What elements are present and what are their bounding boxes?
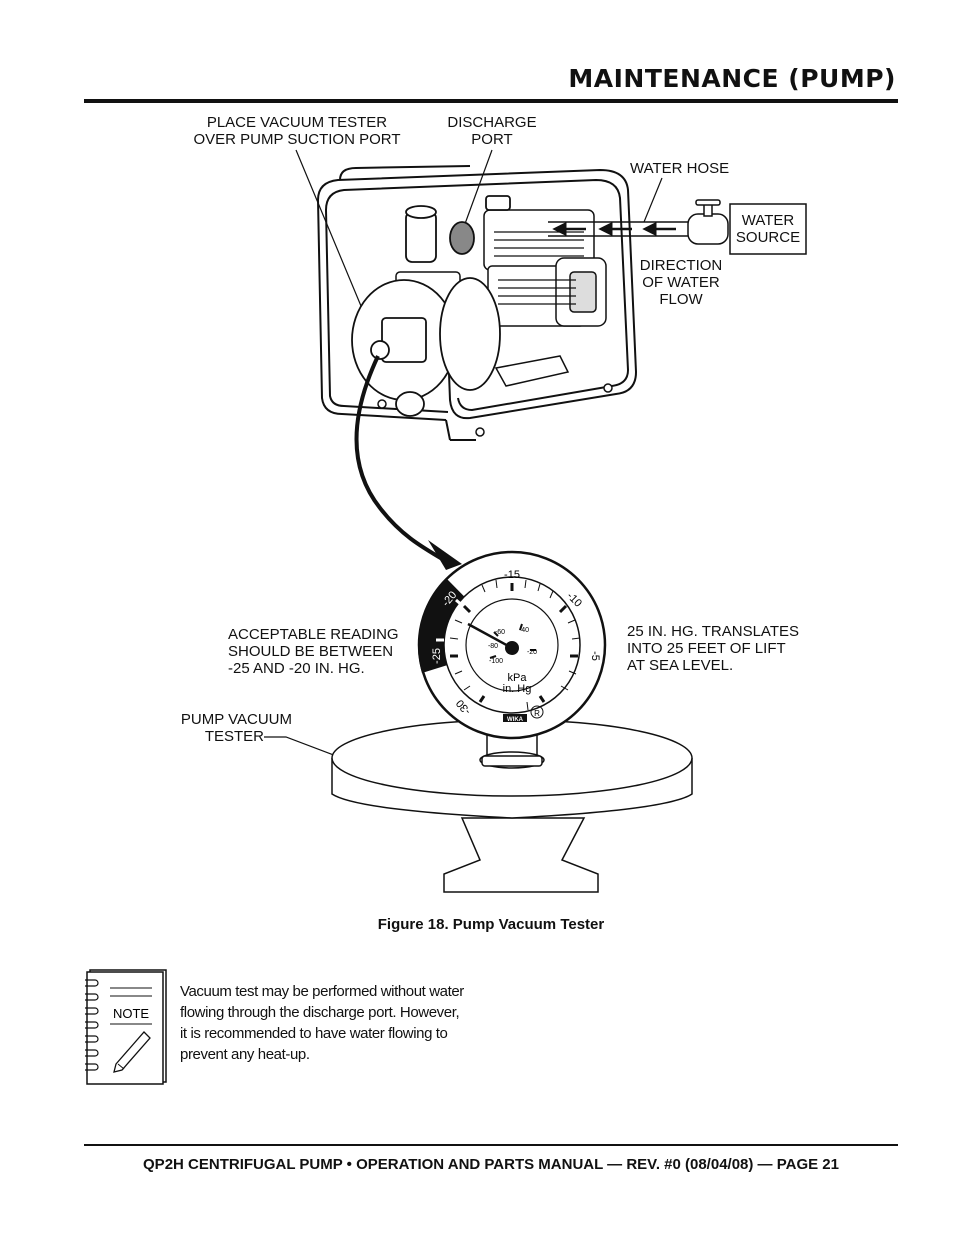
gauge-registered-mark: R [534, 709, 540, 718]
page-section-title: MAINTENANCE (PUMP) [568, 64, 896, 93]
water-source-box [729, 203, 807, 255]
figure-caption: Figure 18. Pump Vacuum Tester [377, 916, 605, 933]
gauge-inner-40: -40 [519, 627, 529, 634]
gauge-minor-ticks [449, 579, 581, 711]
gauge-inner-20: -20 [527, 649, 537, 656]
footer-rule [84, 1144, 898, 1146]
header-rule [84, 99, 898, 103]
label-lift-translation: 25 IN. HG. TRANSLATES INTO 25 FEET OF LI… [627, 623, 799, 674]
gauge-brand: WIKA [507, 717, 524, 723]
label-flow-direction: DIRECTION OF WATER FLOW [639, 257, 723, 308]
pump-frame [317, 165, 638, 441]
label-pump-vacuum-tester: PUMP VACUUM TESTER [180, 711, 292, 745]
tester-base [331, 713, 693, 893]
gauge-inner-100: -100 [489, 658, 503, 665]
pencil-icon [113, 1031, 151, 1073]
gauge-labels: -15 -10 -5 -20 -25 -30 -60 -40 -80 -20 -… [431, 569, 601, 723]
gauge-tick-5: -5 [589, 651, 601, 661]
water-hose [548, 221, 690, 237]
label-water-hose: WATER HOSE [630, 160, 730, 177]
label-discharge-port: DISCHARGE PORT [447, 114, 537, 148]
hose-arrowhead [428, 540, 462, 570]
vacuum-gauge [417, 550, 607, 740]
label-water-source: WATER SOURCE [735, 212, 801, 246]
water-valve [687, 199, 729, 245]
label-acceptable-reading: ACCEPTABLE READING SHOULD BE BETWEEN -25… [228, 626, 399, 677]
note-text: Vacuum test may be performed without wat… [180, 983, 464, 1063]
pump-housing [351, 195, 511, 417]
label-suction-port: PLACE VACUUM TESTER OVER PUMP SUCTION PO… [193, 114, 401, 148]
tester-hose [354, 355, 446, 562]
gauge-tick-25: -25 [431, 648, 443, 664]
gauge-unit-inhg: in. Hg [503, 683, 532, 695]
gauge-outer-ticks [450, 583, 578, 703]
gauge-needle [467, 622, 513, 650]
leader-discharge [461, 149, 493, 233]
gauge-inner-80: -80 [488, 643, 498, 650]
leader-water-hose [643, 177, 663, 223]
gauge-tick-15: -15 [504, 569, 520, 581]
note-notepad-icon: NOTE [85, 969, 167, 1085]
page-footer: QP2H CENTRIFUGAL PUMP • OPERATION AND PA… [143, 1156, 839, 1173]
gauge-inner-60: -60 [495, 629, 505, 636]
note-icon-label: NOTE [113, 1006, 149, 1021]
gauge-unit-kpa: kPa [508, 672, 528, 684]
